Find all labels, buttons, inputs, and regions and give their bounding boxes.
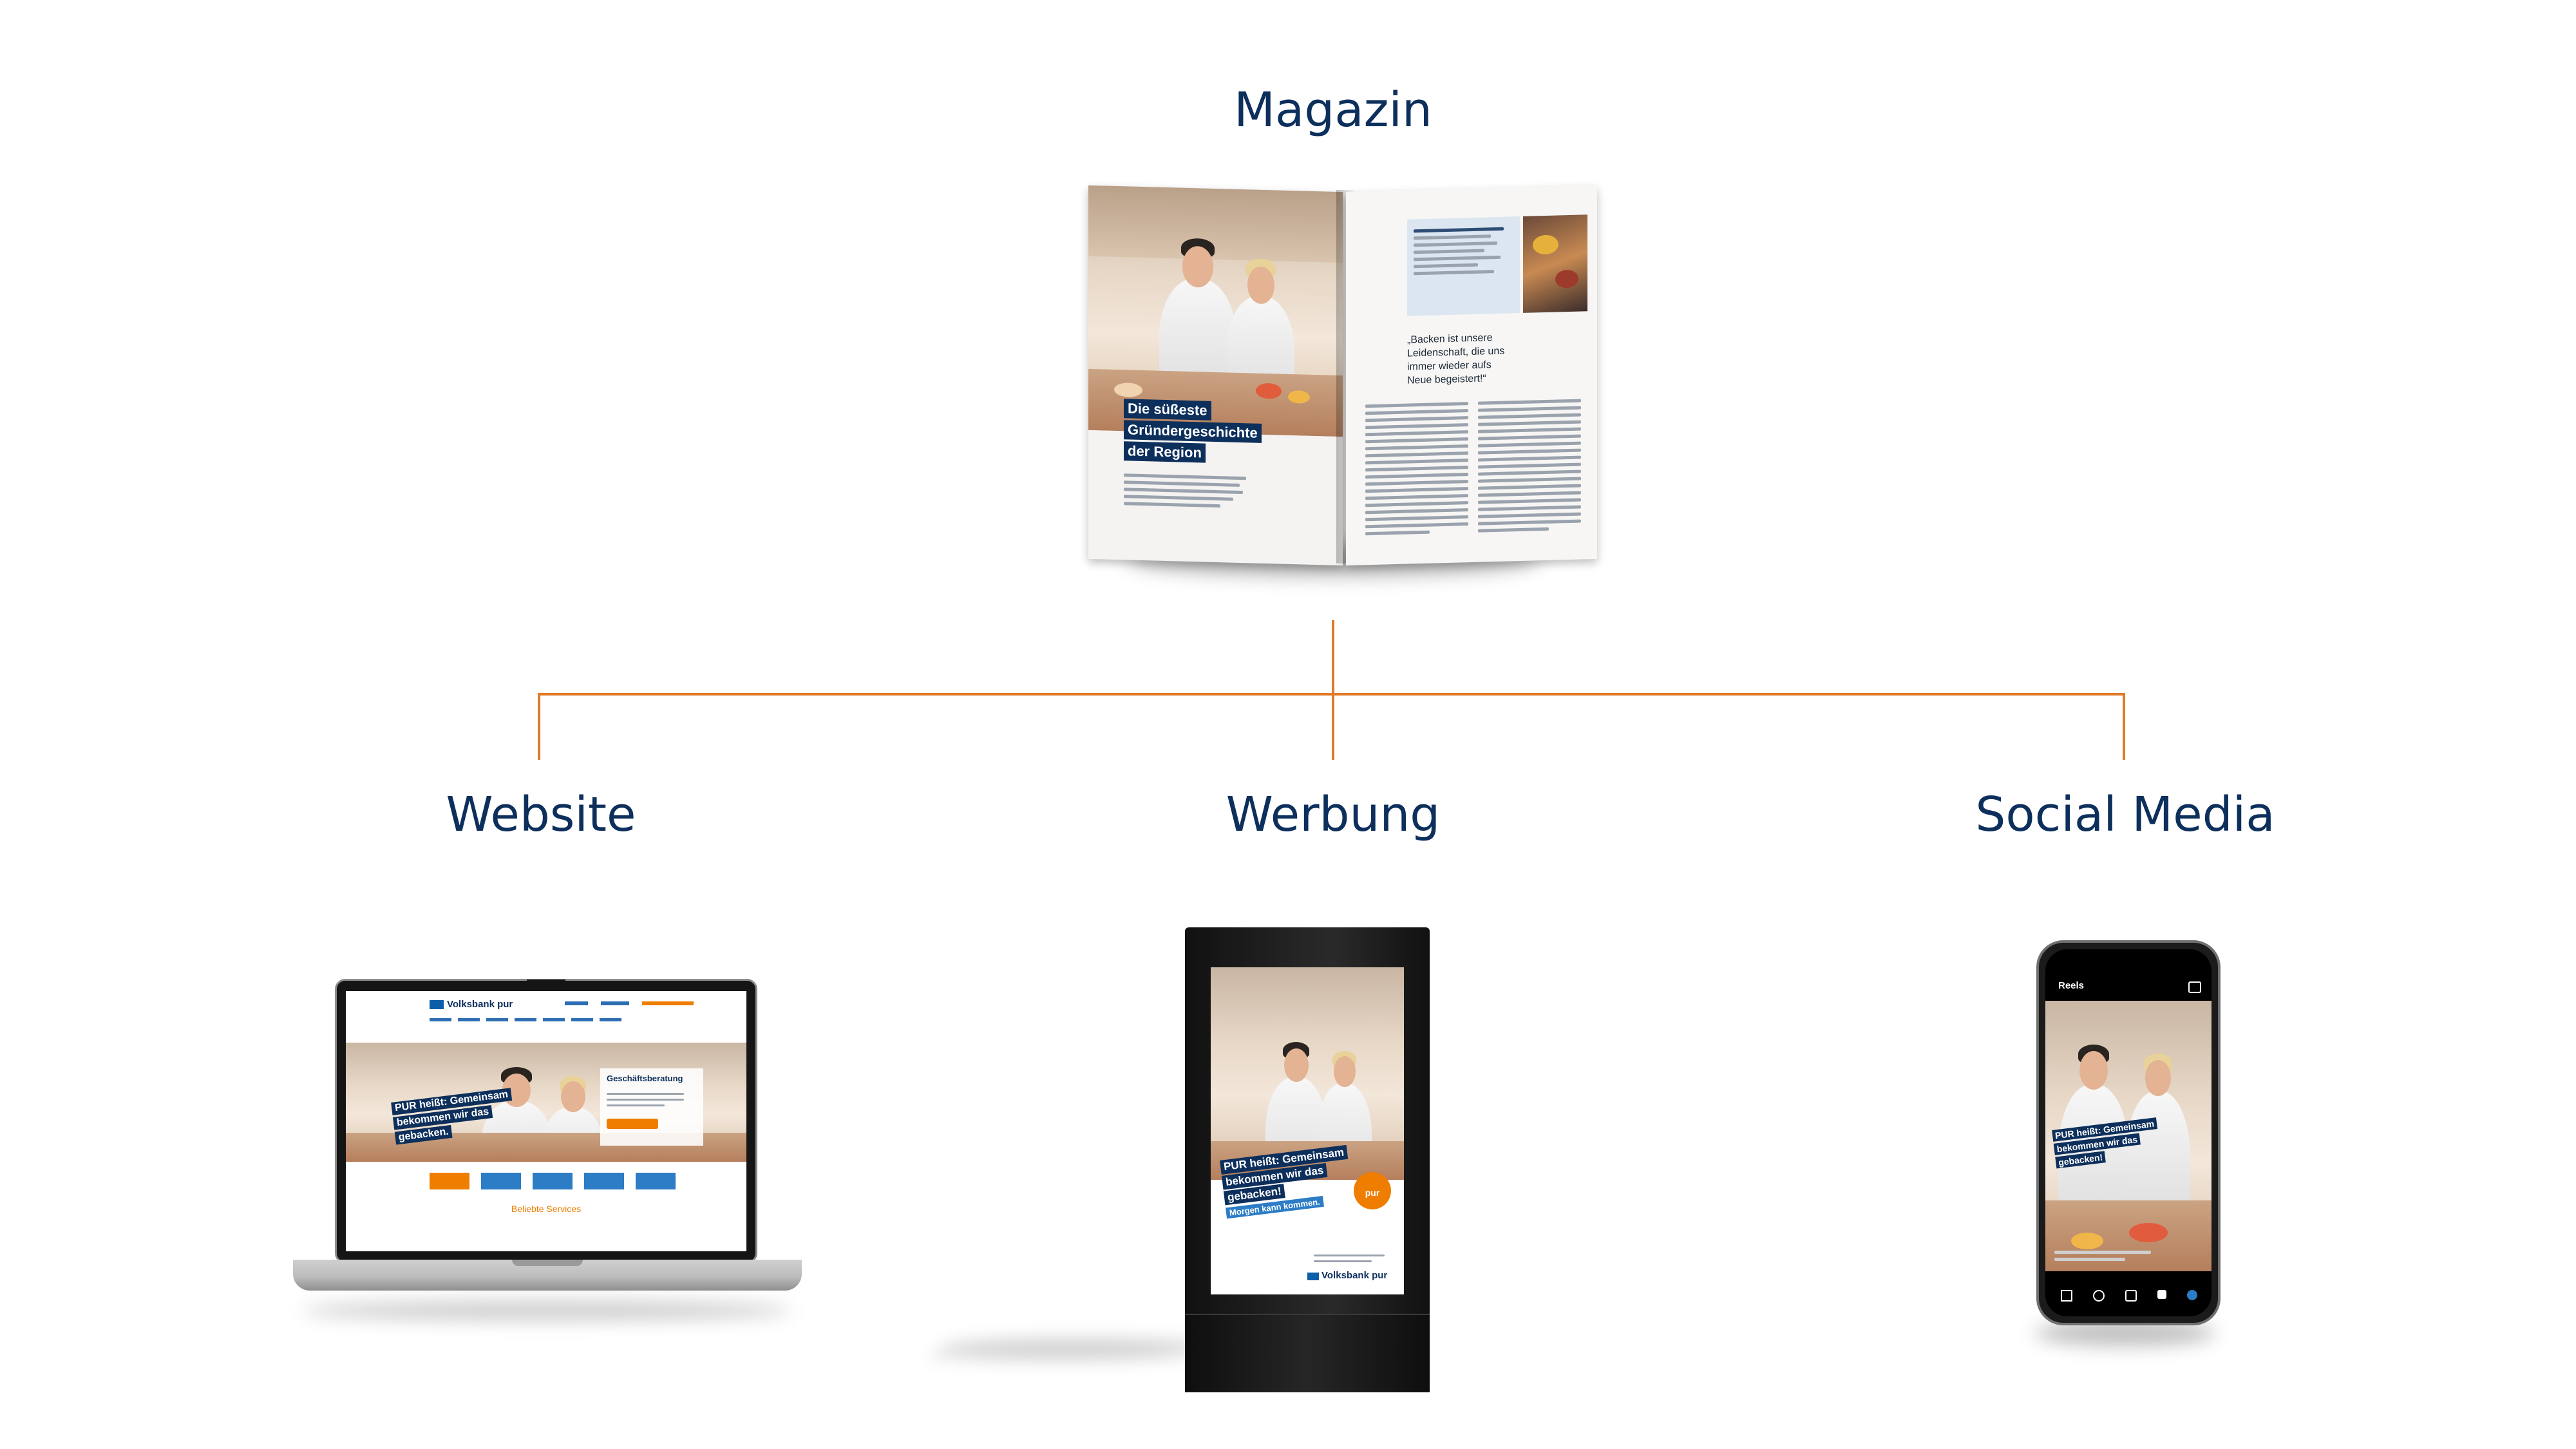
smartphone: Reels PUR heißt: Gemeinsam bekommen wir … — [2022, 940, 2228, 1365]
poster-photo — [1211, 967, 1404, 1180]
heading-website: Website — [446, 787, 636, 842]
phone-screen: Reels PUR heißt: Gemeinsam bekommen wir … — [2045, 949, 2211, 1316]
website-service-tile[interactable] — [533, 1173, 573, 1189]
magazine-right-page: „Backen ist unsere Leidenschaft, die uns… — [1346, 185, 1597, 566]
reels-icon[interactable] — [2157, 1290, 2166, 1299]
magazine-info-box — [1407, 216, 1520, 316]
add-icon[interactable] — [2125, 1290, 2137, 1302]
phone-caption — [2054, 1247, 2151, 1265]
magazine-body-col-1 — [1365, 398, 1468, 539]
pillar-poster: PUR heißt: Gemeinsam bekommen wir das ge… — [1211, 967, 1404, 1294]
laptop-bezel: Volksbank pur Geschäftsberatung — [335, 979, 757, 1264]
heading-social-media: Social Media — [1975, 787, 2275, 842]
laptop-notch — [527, 980, 565, 990]
magazine-headline-1: Die süßeste — [1124, 399, 1211, 421]
home-icon[interactable] — [2061, 1290, 2072, 1302]
poster-badge: pur — [1354, 1172, 1391, 1209]
website-menu-bar[interactable] — [430, 1018, 623, 1021]
phone-notch — [2093, 949, 2164, 966]
search-icon[interactable] — [2093, 1290, 2105, 1302]
pillar-base — [1185, 1314, 1430, 1392]
website-nav-links[interactable] — [565, 1001, 694, 1005]
poster-logo-icon — [1307, 1273, 1319, 1280]
website-logo-icon — [430, 1000, 444, 1009]
magazine-intro-text — [1124, 469, 1253, 512]
pillar-frame: PUR heißt: Gemeinsam bekommen wir das ge… — [1185, 927, 1430, 1392]
website-brand: Volksbank pur — [447, 999, 513, 1010]
camera-icon[interactable] — [2188, 981, 2201, 993]
magazine-left-page: Die süßeste Gründergeschichte der Region — [1088, 185, 1343, 566]
website-service-tile[interactable] — [430, 1173, 469, 1189]
poster-brand: Volksbank pur — [1321, 1270, 1388, 1281]
phone-reels-tab[interactable]: Reels — [2058, 980, 2085, 991]
website-hero: Geschäftsberatung PUR heißt: Gemeinsam b… — [346, 1043, 746, 1162]
heading-werbung: Werbung — [1226, 787, 1441, 842]
advertising-pillar: PUR heißt: Gemeinsam bekommen wir das ge… — [921, 927, 1475, 1397]
magazine-headline-3: der Region — [1124, 441, 1206, 463]
profile-icon[interactable] — [2187, 1290, 2197, 1300]
laptop-screen: Volksbank pur Geschäftsberatung — [346, 991, 746, 1251]
magazine-quote: „Backen ist unsere Leidenschaft, die uns… — [1407, 332, 1505, 386]
website-service-tile[interactable] — [584, 1173, 624, 1189]
magazine: Die süßeste Gründergeschichte der Region… — [1088, 184, 1597, 583]
phone-body: Reels PUR heißt: Gemeinsam bekommen wir … — [2036, 940, 2221, 1325]
laptop: Volksbank pur Geschäftsberatung — [283, 979, 811, 1327]
website-side-title: Geschäftsberatung — [607, 1074, 683, 1083]
website-service-tile[interactable] — [636, 1173, 676, 1189]
website-service-tile[interactable] — [481, 1173, 521, 1189]
magazine-food-photo — [1523, 214, 1587, 313]
laptop-base — [293, 1260, 802, 1291]
magazine-body-col-2 — [1478, 395, 1581, 536]
website-section-title: Beliebte Services — [511, 1204, 582, 1214]
phone-bottom-nav[interactable] — [2045, 1281, 2211, 1316]
website-hero-cta[interactable] — [607, 1119, 658, 1129]
heading-magazin: Magazin — [1234, 82, 1432, 138]
magazine-headline-2: Gründergeschichte — [1124, 420, 1262, 443]
